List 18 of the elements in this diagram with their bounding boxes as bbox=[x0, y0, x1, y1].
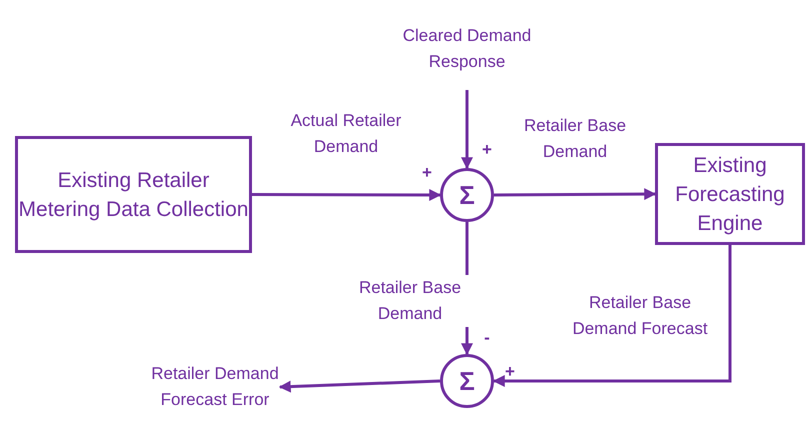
sign-label: - bbox=[483, 328, 491, 348]
box-label: Existing Forecasting Engine bbox=[674, 152, 786, 236]
summing-junction bbox=[440, 354, 494, 408]
sign-label: + bbox=[421, 163, 433, 183]
summing-junction bbox=[440, 168, 494, 222]
process-box bbox=[655, 143, 805, 245]
sign-label: + bbox=[504, 362, 516, 382]
arrow bbox=[252, 188, 442, 201]
arrow bbox=[494, 188, 656, 200]
sign-label: + bbox=[481, 140, 493, 160]
sigma-symbol: Σ bbox=[459, 368, 475, 394]
signal-label: Retailer Demand Forecast Error bbox=[150, 363, 280, 411]
process-box bbox=[15, 136, 252, 253]
arrow bbox=[278, 380, 440, 393]
signal-label: Cleared Demand Response bbox=[402, 25, 532, 73]
arrow bbox=[461, 90, 473, 170]
sigma-symbol: Σ bbox=[459, 182, 475, 208]
box-label: Existing Retailer Metering Data Collection bbox=[18, 168, 249, 222]
